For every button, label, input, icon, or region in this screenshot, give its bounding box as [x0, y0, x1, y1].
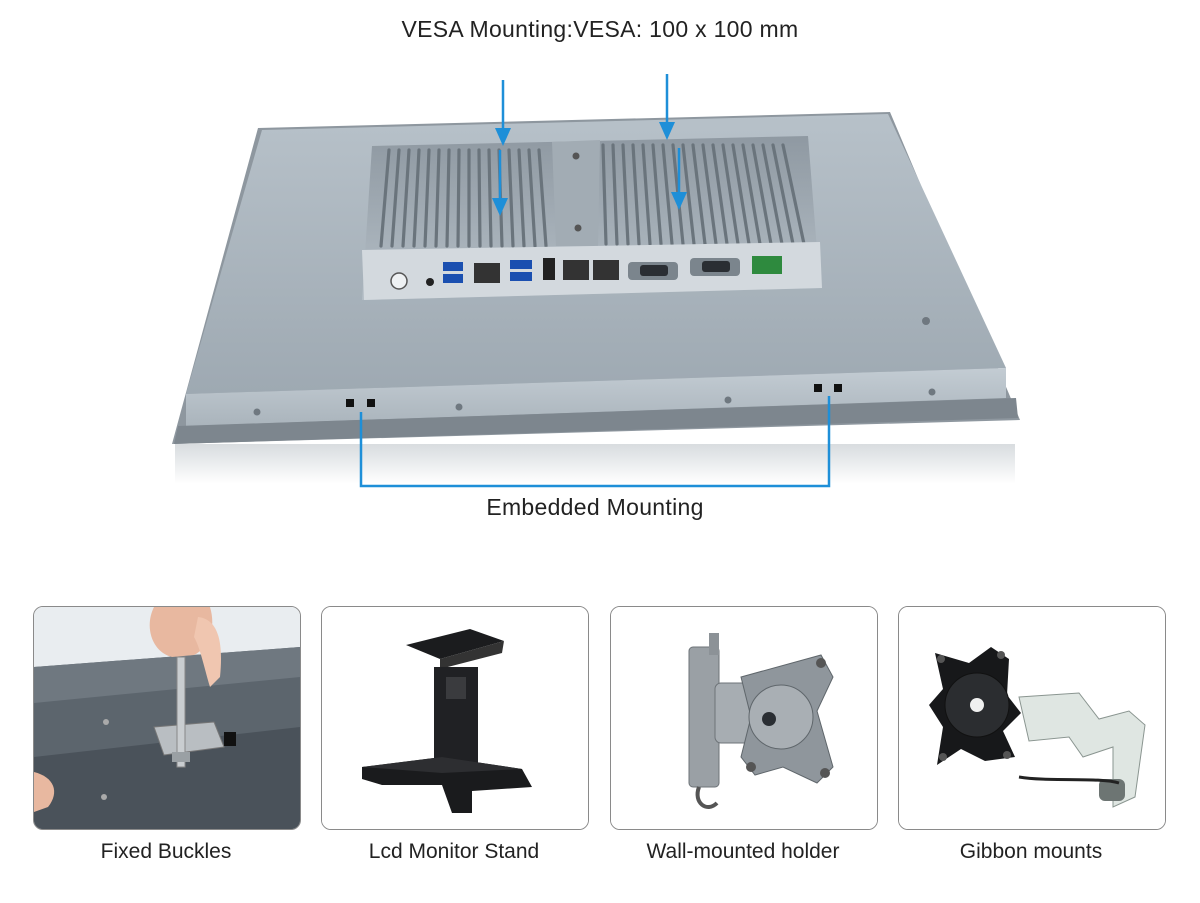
fixed-buckles-card[interactable] [33, 606, 301, 830]
gibbon-mounts-card[interactable] [898, 606, 1166, 830]
fixed-buckle-photo [34, 607, 300, 829]
center-bracket [552, 140, 600, 246]
wall-mount-photo [611, 607, 877, 829]
power-button-icon [390, 272, 408, 290]
gibbon-mounts-caption: Gibbon mounts [959, 840, 1103, 863]
monitor-stand-photo [322, 607, 588, 829]
embedded-mounting-lines [359, 396, 831, 488]
panel-reflection [175, 444, 1015, 484]
lcd-monitor-stand-caption: Lcd Monitor Stand [368, 840, 540, 863]
edge-screws [253, 317, 936, 416]
heatsink-fins [379, 143, 806, 248]
vesa-arrows [492, 74, 687, 216]
io-panel [362, 242, 822, 300]
panel-pc-back-illustration [172, 74, 1020, 488]
panel-front-edge [186, 368, 1006, 426]
gibbon-mount-photo [899, 607, 1165, 829]
fixed-buckles-caption: Fixed Buckles [100, 840, 232, 863]
embedded-mounting-label: Embedded Mounting [486, 494, 704, 520]
wall-mounted-holder-caption: Wall-mounted holder [646, 840, 840, 863]
vesa-mounting-title: VESA Mounting:VESA: 100 x 100 mm [401, 16, 799, 42]
io-ports [390, 256, 782, 290]
wall-mounted-holder-card[interactable] [610, 606, 878, 830]
lcd-monitor-stand-card[interactable] [321, 606, 589, 830]
embedded-mount-slots [346, 384, 842, 407]
